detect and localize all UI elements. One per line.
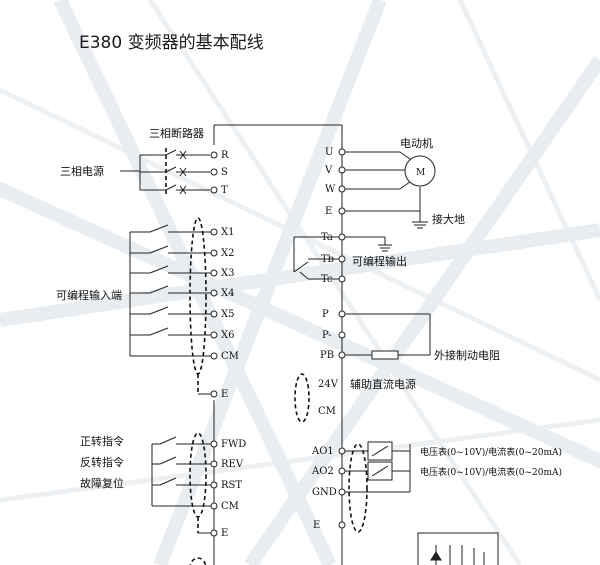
rev-label: 反转指令 bbox=[80, 455, 124, 469]
pin-T: T bbox=[221, 185, 228, 196]
pin-X5: X5 bbox=[221, 309, 234, 320]
pin-24V: 24V bbox=[318, 379, 339, 390]
pin-REV: REV bbox=[221, 459, 244, 470]
pin-E-r1: E bbox=[325, 206, 332, 217]
brake-resistor-symbol bbox=[371, 350, 399, 360]
pin-AO1: AO1 bbox=[311, 446, 334, 457]
fwd-label: 正转指令 bbox=[80, 434, 124, 448]
pin-S: S bbox=[221, 167, 228, 178]
prog-input-label: 可编程输入端 bbox=[56, 288, 122, 302]
brake-resistor-label: 外接制动电阻 bbox=[434, 349, 500, 362]
motor-symbol bbox=[404, 155, 436, 187]
pin-X1: X1 bbox=[221, 227, 234, 238]
meter2-label: 电压表(0~10V)/电流表(0~20mA) bbox=[420, 466, 562, 478]
power-label: 三相电源 bbox=[60, 164, 104, 178]
pin-RST: RST bbox=[221, 480, 242, 491]
pin-W: W bbox=[325, 184, 336, 195]
meter1-label: 电压表(0~10V)/电流表(0~20mA) bbox=[420, 446, 562, 458]
pin-FWD: FWD bbox=[221, 439, 246, 450]
aux-dc-label: 辅助直流电源 bbox=[350, 377, 416, 391]
pin-CM-1: CM bbox=[221, 351, 239, 362]
ground-label: 接大地 bbox=[432, 212, 465, 226]
breaker-label: 三相断路器 bbox=[149, 126, 204, 140]
pin-E-r2: E bbox=[313, 520, 320, 531]
reset-label: 故障复位 bbox=[80, 476, 124, 490]
pin-E-2: E bbox=[221, 528, 228, 539]
pin-V: V bbox=[324, 165, 333, 176]
pin-E-1: E bbox=[221, 389, 228, 400]
right-terminals: U V W E Ta Tb Tc P P- PB 24V CM AO1 AO2 bbox=[311, 147, 346, 531]
diagram-title: E380 变频器的基本配线 bbox=[79, 33, 264, 53]
pin-X3: X3 bbox=[221, 268, 234, 279]
pin-X6: X6 bbox=[221, 330, 234, 341]
pin-R: R bbox=[221, 150, 229, 161]
power-unit-box bbox=[417, 532, 499, 565]
pin-AO2: AO2 bbox=[311, 466, 334, 477]
pin-P-minus: P- bbox=[322, 330, 332, 341]
pin-P: P bbox=[322, 309, 329, 320]
pin-GND: GND bbox=[312, 487, 337, 498]
pin-CM-r: CM bbox=[318, 406, 336, 417]
left-terminals: R S T X1 X2 X3 X4 X5 X6 CM E FWD REV bbox=[210, 150, 246, 539]
pin-PB: PB bbox=[320, 350, 334, 361]
pin-U: U bbox=[325, 147, 333, 158]
pin-X4: X4 bbox=[221, 288, 234, 299]
pin-X2: X2 bbox=[221, 248, 234, 259]
motor-label: 电动机 bbox=[400, 136, 433, 150]
prog-output-label: 可编程输出 bbox=[352, 254, 407, 268]
pin-CM-2: CM bbox=[221, 501, 239, 512]
motor-M: M bbox=[416, 168, 425, 178]
